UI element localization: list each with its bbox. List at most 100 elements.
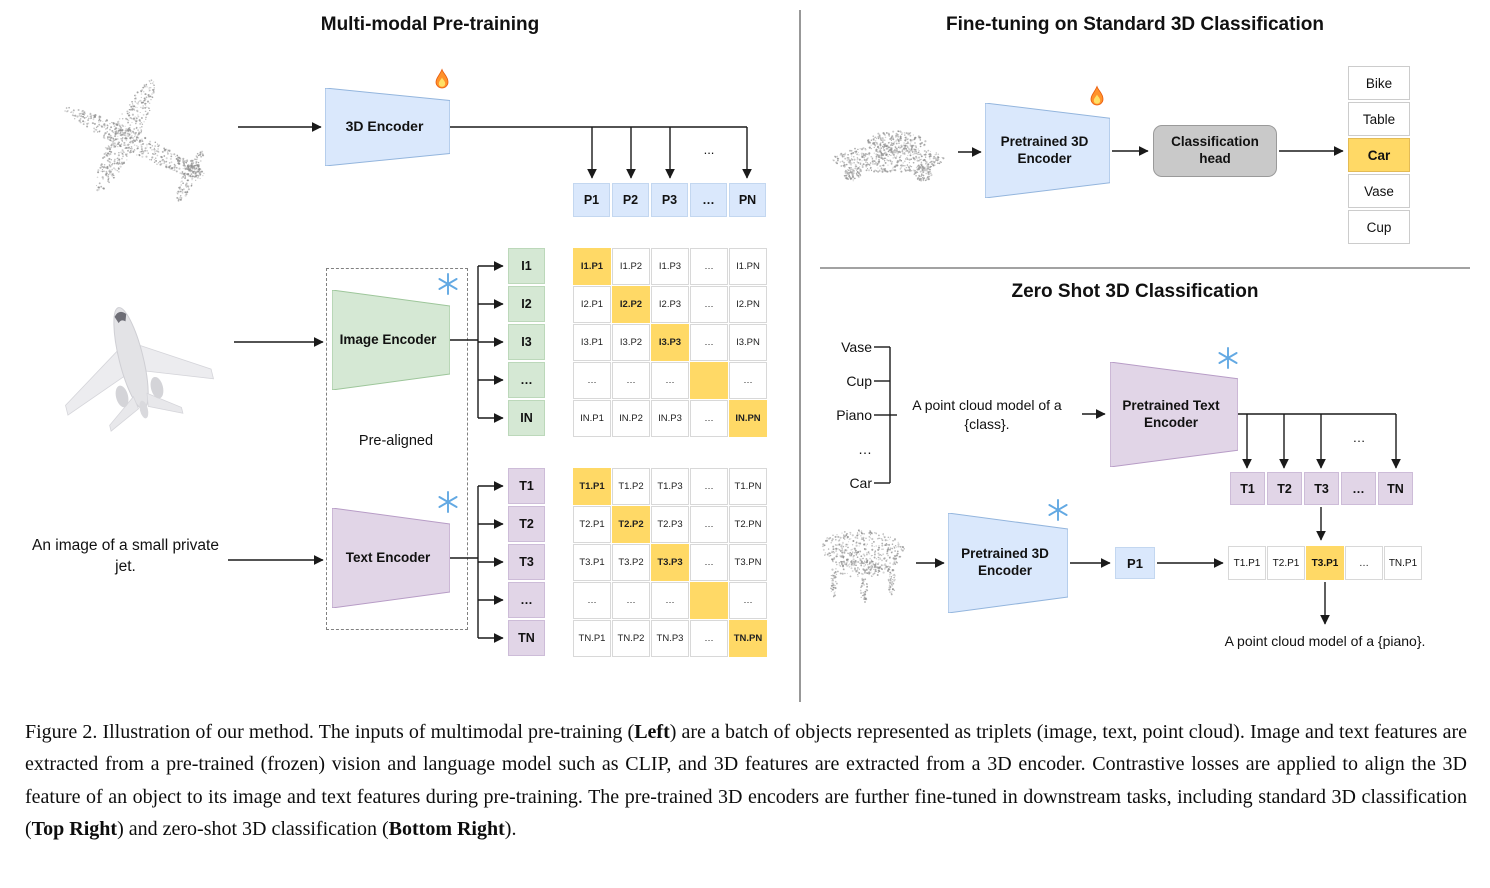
pretrained-3d-encoder-label: Pretrained 3D Encoder bbox=[985, 103, 1110, 198]
i-matrix-cell: IN.P3 bbox=[651, 400, 689, 437]
i-matrix-cell: I2.PN bbox=[729, 286, 767, 323]
caption-text: ). bbox=[505, 818, 517, 840]
i-matrix: I1.P1I1.P2I1.P3…I1.PNI2.P1I2.P2I2.P3…I2.… bbox=[573, 248, 767, 437]
i-matrix-cell: I3.P3 bbox=[651, 324, 689, 361]
pretraining-title: Multi-modal Pre-training bbox=[240, 14, 620, 36]
t-cell: … bbox=[508, 582, 545, 618]
zs-class-list: VaseCupPiano…Car bbox=[806, 330, 872, 500]
t-row-cell: T2 bbox=[1267, 472, 1302, 505]
t-matrix-cell: T3.P2 bbox=[612, 544, 650, 581]
t-matrix-cell: T2.P1 bbox=[573, 506, 611, 543]
result-cell: T3.P1 bbox=[1306, 546, 1344, 580]
text-encoder: Text Encoder bbox=[332, 508, 450, 608]
t-cell: TN bbox=[508, 620, 545, 656]
snowflake-icon bbox=[436, 272, 460, 296]
t-matrix-cell: … bbox=[573, 582, 611, 619]
result-cell: T1.P1 bbox=[1228, 546, 1266, 580]
t-row-cell: T3 bbox=[1304, 472, 1339, 505]
figure-caption: Figure 2. Illustration of our method. Th… bbox=[25, 716, 1467, 846]
result-cell: T2.P1 bbox=[1267, 546, 1305, 580]
pretrained-text-encoder-label: Pretrained Text Encoder bbox=[1110, 362, 1238, 467]
t-matrix-cell: T1.P2 bbox=[612, 468, 650, 505]
i-matrix-cell: I1.P2 bbox=[612, 248, 650, 285]
class-cell: Table bbox=[1348, 102, 1410, 136]
t-matrix-cell: … bbox=[690, 506, 728, 543]
text-encoder-label: Text Encoder bbox=[332, 508, 450, 608]
caption-bold-text: Bottom Right bbox=[389, 818, 505, 840]
t-matrix-cell: TN.P1 bbox=[573, 620, 611, 657]
t-matrix-cell: … bbox=[690, 620, 728, 657]
i-cell: IN bbox=[508, 400, 545, 436]
class-cell: Bike bbox=[1348, 66, 1410, 100]
snowflake-icon bbox=[1046, 498, 1070, 522]
i-matrix-cell: … bbox=[690, 248, 728, 285]
piano-point-cloud bbox=[816, 512, 914, 610]
i-matrix-cell: … bbox=[729, 362, 767, 399]
t-col: T1T2T3…TN bbox=[508, 468, 545, 656]
t-matrix-cell: T1.PN bbox=[729, 468, 767, 505]
t-matrix-cell: … bbox=[729, 582, 767, 619]
pretrained-3d-encoder-zs-label: Pretrained 3D Encoder bbox=[948, 513, 1068, 613]
p-cell: P3 bbox=[651, 183, 688, 217]
class-cell: Cup bbox=[1348, 210, 1410, 244]
classification-head: Classification head bbox=[1153, 125, 1277, 177]
jet-image bbox=[35, 292, 230, 432]
i-matrix-cell: IN.PN bbox=[729, 400, 767, 437]
t-matrix-cell: T2.PN bbox=[729, 506, 767, 543]
i-matrix-cell: I3.P2 bbox=[612, 324, 650, 361]
fire-icon bbox=[1085, 85, 1109, 109]
i-cell: … bbox=[508, 362, 545, 398]
zeroshot-title: Zero Shot 3D Classification bbox=[900, 281, 1370, 303]
i-matrix-cell: I2.P3 bbox=[651, 286, 689, 323]
t-matrix-cell: … bbox=[612, 582, 650, 619]
t-matrix-cell: TN.P2 bbox=[612, 620, 650, 657]
pretrained-3d-encoder: Pretrained 3D Encoder bbox=[985, 103, 1110, 198]
t-matrix-cell: T1.P3 bbox=[651, 468, 689, 505]
image-encoder-label: Image Encoder bbox=[332, 290, 450, 390]
t-matrix-cell: … bbox=[690, 544, 728, 581]
result-prompt: A point cloud model of a {piano}. bbox=[1175, 632, 1475, 651]
prealigned-label: Pre-aligned bbox=[326, 432, 466, 452]
t-matrix-cell: … bbox=[651, 582, 689, 619]
i-matrix-cell: I1.P1 bbox=[573, 248, 611, 285]
t-matrix-cell: TN.P3 bbox=[651, 620, 689, 657]
snowflake-icon bbox=[436, 490, 460, 514]
p-cell: P2 bbox=[612, 183, 649, 217]
class-cell: Car bbox=[1348, 138, 1410, 172]
car-point-cloud bbox=[825, 112, 957, 192]
p-cell: PN bbox=[729, 183, 766, 217]
t-row: T1T2T3…TN bbox=[1230, 472, 1413, 505]
3d-encoder: 3D Encoder bbox=[325, 88, 450, 166]
p-row: P1P2P3…PN bbox=[573, 183, 766, 217]
zs-class-label: Cup bbox=[806, 364, 872, 398]
t-matrix-cell: … bbox=[690, 468, 728, 505]
3d-encoder-label: 3D Encoder bbox=[325, 88, 450, 166]
prompt-text: A point cloud model of a {class}. bbox=[898, 396, 1076, 434]
i-matrix-cell: I1.PN bbox=[729, 248, 767, 285]
i-matrix-cell: … bbox=[690, 400, 728, 437]
t-matrix-cell bbox=[690, 582, 728, 619]
i-matrix-cell: I3.P1 bbox=[573, 324, 611, 361]
t-matrix-cell: T3.P3 bbox=[651, 544, 689, 581]
p-cell: … bbox=[690, 183, 727, 217]
i-matrix-cell: IN.P1 bbox=[573, 400, 611, 437]
p1-cell: P1 bbox=[1115, 547, 1155, 579]
i-matrix-cell: … bbox=[651, 362, 689, 399]
zs-class-label: Car bbox=[806, 466, 872, 500]
p-cell: P1 bbox=[573, 183, 610, 217]
t-row-cell: … bbox=[1341, 472, 1376, 505]
t-cell: T3 bbox=[508, 544, 545, 580]
t-matrix-cell: T3.PN bbox=[729, 544, 767, 581]
t-arrows-ellipsis: … bbox=[1344, 430, 1374, 445]
t-matrix-cell: T3.P1 bbox=[573, 544, 611, 581]
t-matrix-cell: T1.P1 bbox=[573, 468, 611, 505]
result-cell: TN.P1 bbox=[1384, 546, 1422, 580]
class-cell: Vase bbox=[1348, 174, 1410, 208]
class-list: BikeTableCarVaseCup bbox=[1348, 66, 1410, 244]
i-matrix-cell: I1.P3 bbox=[651, 248, 689, 285]
i-matrix-cell: … bbox=[612, 362, 650, 399]
i-cell: I1 bbox=[508, 248, 545, 284]
zs-class-label: Piano bbox=[806, 398, 872, 432]
i-matrix-cell: IN.P2 bbox=[612, 400, 650, 437]
